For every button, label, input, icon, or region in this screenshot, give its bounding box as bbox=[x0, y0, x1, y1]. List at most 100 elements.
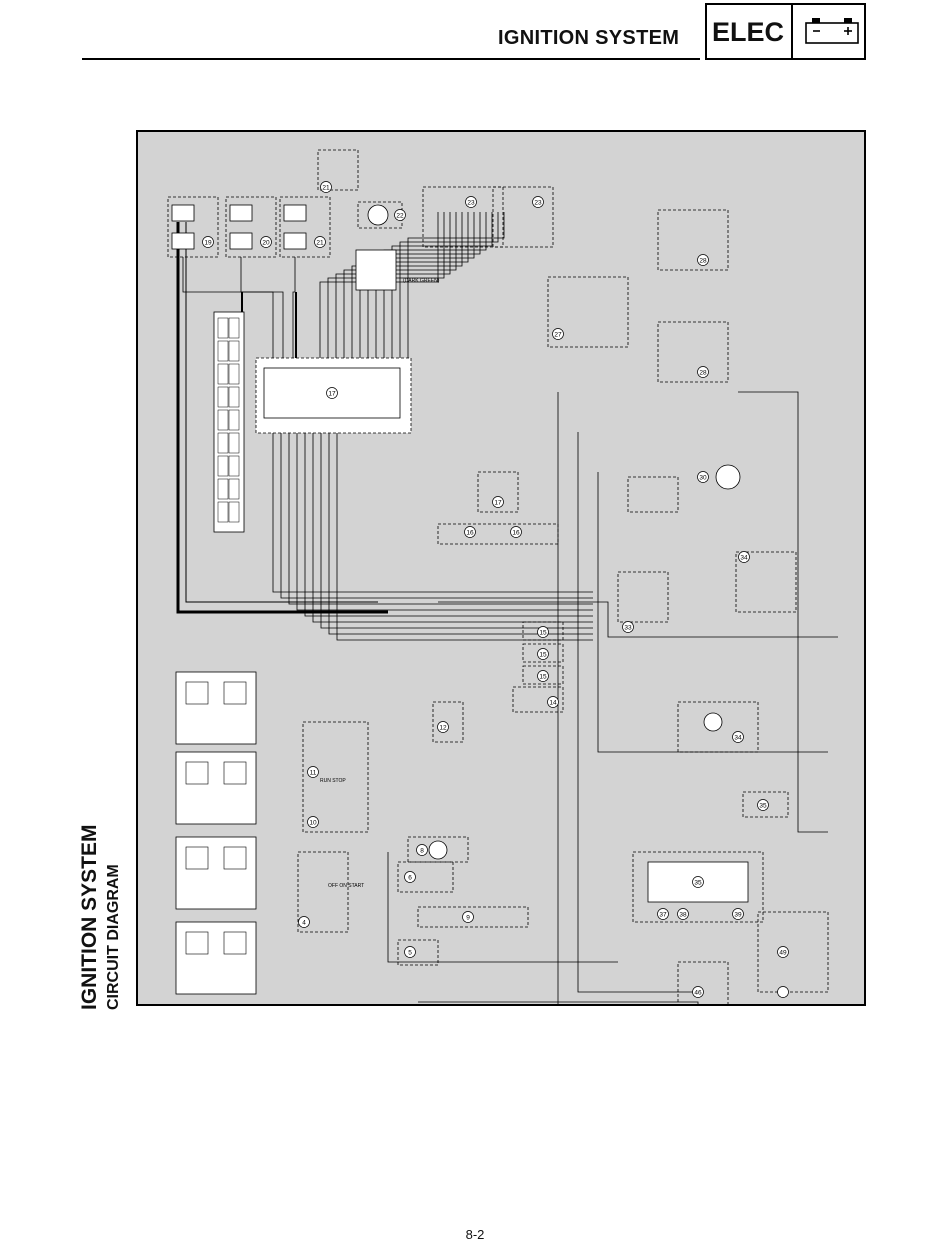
side-subtitle: CIRCUIT DIAGRAM bbox=[105, 864, 122, 1010]
pin bbox=[228, 409, 240, 431]
callout-number: 33 bbox=[624, 624, 632, 631]
page-number: 8-2 bbox=[465, 1227, 485, 1242]
callout-number: 37 bbox=[659, 911, 667, 918]
harness-connector bbox=[223, 681, 247, 705]
callout-circle bbox=[757, 799, 769, 811]
relay-outline bbox=[677, 961, 729, 1004]
harness-wire bbox=[280, 433, 593, 599]
callout-circle bbox=[464, 526, 476, 538]
callout-number: 38 bbox=[679, 911, 687, 918]
harness-wire bbox=[738, 391, 828, 833]
callout-circle bbox=[777, 986, 789, 998]
sensor-connector bbox=[283, 204, 307, 222]
harness-wire bbox=[359, 212, 469, 358]
callout-circle bbox=[622, 621, 634, 633]
callout-number: 49 bbox=[779, 949, 787, 956]
sensor-connector bbox=[229, 232, 253, 250]
callout-circle bbox=[404, 946, 416, 958]
light-outline bbox=[757, 911, 829, 993]
relay-outline bbox=[657, 321, 729, 383]
callout-circle bbox=[437, 721, 449, 733]
callout-number: 39 bbox=[734, 911, 742, 918]
callout-number: 17 bbox=[494, 499, 502, 506]
harness-wire bbox=[272, 433, 593, 593]
callout-number: 15 bbox=[539, 629, 547, 636]
pin bbox=[217, 501, 229, 523]
callout-circle bbox=[732, 731, 744, 743]
diode-outline bbox=[522, 621, 564, 641]
pin bbox=[217, 317, 229, 339]
callout-number: 6 bbox=[408, 874, 412, 881]
callout-number: 22 bbox=[396, 212, 404, 219]
harness-wire bbox=[288, 433, 593, 605]
harness-wire bbox=[375, 212, 481, 358]
switch-outline bbox=[617, 571, 669, 623]
callout-circle bbox=[260, 236, 272, 248]
harness-connector bbox=[185, 681, 209, 705]
callout-circle bbox=[532, 196, 544, 208]
harness-wire bbox=[296, 433, 593, 611]
harness-connector bbox=[185, 761, 209, 785]
sensor-outline bbox=[477, 471, 519, 513]
harness-wire bbox=[320, 433, 593, 629]
pin bbox=[228, 363, 240, 385]
callout-circle bbox=[697, 366, 709, 378]
harness-wire bbox=[328, 433, 593, 635]
switch-outline bbox=[422, 186, 504, 248]
callout-number: 21 bbox=[322, 184, 330, 191]
sensor-number: 21 bbox=[316, 239, 324, 246]
callout-number: 23 bbox=[467, 199, 475, 206]
callout-circle bbox=[465, 196, 477, 208]
callout-circle bbox=[537, 626, 549, 638]
harness-wire bbox=[418, 1001, 699, 1004]
callout-circle bbox=[394, 209, 406, 221]
ecu-number: 17 bbox=[328, 390, 336, 397]
callout-number: 8 bbox=[420, 847, 424, 854]
pin bbox=[217, 432, 229, 454]
callout-circle bbox=[547, 696, 559, 708]
pin bbox=[228, 455, 240, 477]
callout-number: 28 bbox=[699, 257, 707, 264]
callout-number: 10 bbox=[309, 819, 317, 826]
harness-wire bbox=[557, 392, 559, 1004]
relay-outline bbox=[657, 209, 729, 271]
callout-circle bbox=[307, 766, 319, 778]
harness-wire bbox=[336, 433, 593, 641]
switch-outline bbox=[735, 551, 797, 613]
callout-number: 34 bbox=[734, 734, 742, 741]
callout-circle bbox=[697, 254, 709, 266]
harness-connector bbox=[185, 846, 209, 870]
callout-circle bbox=[692, 876, 704, 888]
callout-circle bbox=[320, 181, 332, 193]
callout-number: 16 bbox=[512, 529, 520, 536]
callout-number: 14 bbox=[549, 699, 557, 706]
side-title: IGNITION SYSTEM bbox=[78, 824, 101, 1010]
page-header-title: IGNITION SYSTEM bbox=[498, 27, 680, 49]
harness-wire bbox=[391, 212, 493, 358]
callout-circle bbox=[326, 387, 338, 399]
pin bbox=[228, 432, 240, 454]
harness-wire bbox=[577, 432, 698, 993]
sensor-number: 19 bbox=[204, 239, 212, 246]
pin bbox=[217, 340, 229, 362]
pin bbox=[228, 340, 240, 362]
pin bbox=[217, 386, 229, 408]
battery-icon bbox=[805, 18, 859, 44]
sensor-outline bbox=[512, 686, 564, 713]
callout-number: 30 bbox=[699, 474, 707, 481]
section-tab: ELEC bbox=[705, 3, 866, 60]
sensor-outline bbox=[437, 523, 559, 545]
relay-outline bbox=[407, 836, 469, 863]
callout-circle bbox=[307, 816, 319, 828]
connector-note: (DARK GREEN) bbox=[403, 278, 440, 284]
relay-outline bbox=[397, 939, 439, 966]
harness-wire bbox=[351, 212, 463, 358]
bus-line bbox=[176, 222, 388, 614]
callout-number: 27 bbox=[554, 331, 562, 338]
callout-number: 16 bbox=[466, 529, 474, 536]
harness-connector bbox=[223, 761, 247, 785]
callout-circle bbox=[510, 526, 522, 538]
callout-circle bbox=[552, 328, 564, 340]
